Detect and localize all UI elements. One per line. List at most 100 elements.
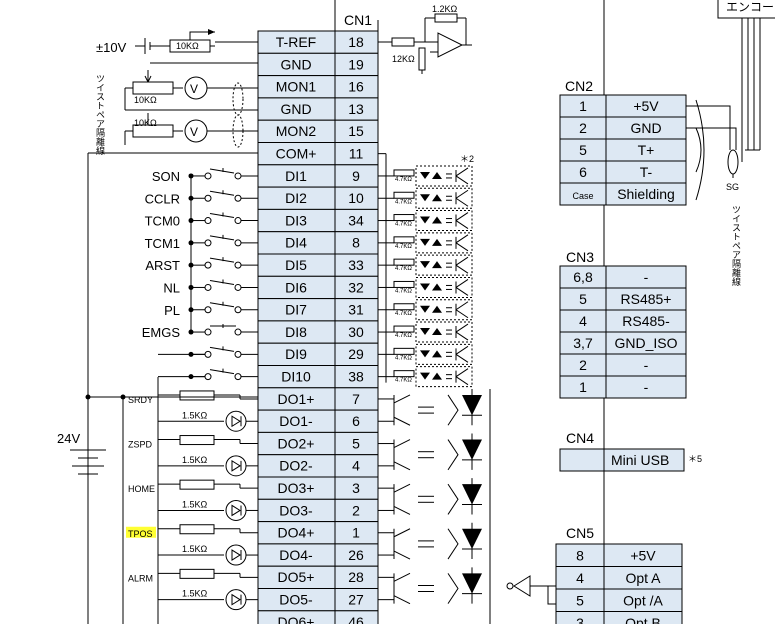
di-switch: TCM1: [145, 234, 258, 251]
pin-label: 4: [576, 570, 584, 586]
di-optocouplers: 4.7KΩ 4.7KΩ 4.7KΩ 4.7KΩ 4.7KΩ 4.7KΩ 4.7KΩ 4.7KΩ…: [378, 153, 473, 388]
opto-resistor-label: 4.7KΩ: [395, 222, 412, 228]
cn1-pin-label: 33: [348, 257, 364, 273]
cn1-signal-label: DI8: [285, 324, 307, 340]
pin-label: 5: [579, 142, 587, 158]
di-optocoupler: 4.7KΩ: [378, 299, 473, 321]
di-input-label: NL: [163, 280, 180, 295]
pot-label: 10KΩ: [176, 41, 199, 51]
pin-label: 5: [579, 291, 587, 307]
cn1-signal-label: DO6+: [278, 614, 315, 624]
cn1-pin-label: 32: [348, 279, 364, 295]
cn1-pin-label: 6: [352, 413, 360, 429]
opto-resistor-label: 4.7KΩ: [395, 355, 412, 361]
cn1-signal-label: DO2-: [279, 458, 313, 474]
cn1-signal-label: DO3-: [279, 502, 313, 518]
di-switch: TCM0: [145, 212, 258, 229]
do-output-label: HOME: [128, 484, 155, 494]
signal-label: T+: [638, 142, 655, 158]
signal-label: RS485-: [622, 313, 670, 329]
cn1-pin-label: 29: [348, 346, 364, 362]
cn1-pin-label: 9: [352, 168, 360, 184]
di-optocoupler: 4.7KΩ: [378, 187, 473, 209]
cn1-pin-label: 3: [352, 480, 360, 496]
signal-label: GND_ISO: [614, 335, 677, 351]
cn1-signal-label: DO1-: [279, 413, 313, 429]
signal-label: Opt A: [625, 570, 661, 586]
cn1-pin-label: 1: [352, 525, 360, 541]
cn1-pin-label: 28: [348, 569, 364, 585]
do-resistor-label: 1.5KΩ: [182, 410, 208, 420]
di-optocoupler: 4.7KΩ: [378, 210, 473, 232]
di-input-label: ARST: [145, 258, 180, 273]
pin-label: 3,7: [573, 335, 593, 351]
cn1-signal-label: DO5-: [279, 592, 313, 608]
di-optocoupler: 4.7KΩ: [378, 254, 473, 276]
cn1-pin-label: 18: [348, 34, 364, 50]
cn1-signal-label: DI1: [285, 168, 307, 184]
opto-resistor-label: 4.7KΩ: [395, 288, 412, 294]
di-switch: SON: [152, 167, 258, 184]
di-optocoupler: 4.7KΩ: [378, 321, 473, 343]
di-input-label: PL: [164, 303, 180, 318]
opto-resistor-label: 4.7KΩ: [395, 266, 412, 272]
pin-label: 5: [576, 592, 584, 608]
cn4-note: ＊5: [688, 454, 702, 464]
encoder-header: エンコー: [726, 0, 774, 14]
cn1-signal-label: DI2: [285, 190, 307, 206]
sg-note: ツイストペア隔離線: [731, 205, 741, 286]
cn5-title: CN5: [566, 525, 594, 541]
cn1-pin-label: 8: [352, 235, 360, 251]
twisted-pair-text: ツイストペア隔離線: [95, 74, 105, 155]
di-switch: EMGS: [142, 324, 258, 340]
cn1-signal-label: DI3: [285, 212, 307, 228]
signal-label: Opt B: [625, 615, 661, 624]
cn1-signal-label: GND: [280, 101, 311, 117]
di-switch: CCLR: [145, 190, 258, 206]
cn1-signal-label: DI10: [281, 369, 311, 385]
mon2-pot-label: 10KΩ: [134, 118, 157, 128]
di-optocoupler: 4.7KΩ: [378, 343, 473, 365]
do-output-label: ZSPD: [128, 440, 153, 450]
di-input-label: TCM1: [145, 236, 180, 251]
cn1-signal-label: DI5: [285, 257, 307, 273]
supply24-label: 24V: [57, 431, 80, 446]
di-input-label: SON: [152, 169, 180, 184]
opto-resistor-label: 4.7KΩ: [395, 177, 412, 183]
cn1-pin-label: 27: [348, 592, 364, 608]
cn1-pin-label: 16: [348, 79, 364, 95]
di-switch: PL: [164, 301, 258, 318]
di-switch: NL: [163, 279, 258, 295]
opamp-r1: 1.2KΩ: [432, 4, 458, 14]
opto-resistor-label: 4.7KΩ: [395, 333, 412, 339]
name-cell: [603, 611, 683, 624]
cn1-pin-label: 4: [352, 458, 360, 474]
di-input-label: TCM0: [145, 214, 180, 229]
cn1-pin-label: 34: [348, 212, 364, 228]
di-optocoupler: 4.7KΩ: [378, 366, 473, 388]
cn1-signal-label: DO1+: [278, 391, 315, 407]
name-cell: [605, 375, 687, 399]
cn1-pin-label: 31: [348, 302, 364, 318]
mon1-pot-label: 10KΩ: [134, 95, 157, 105]
cn1-signal-label: MON2: [276, 123, 317, 139]
cn1-signal-label: T-REF: [276, 34, 316, 50]
pin-label: Case: [572, 191, 593, 201]
meter-icon: V: [190, 82, 198, 96]
do-resistor-label: 1.5KΩ: [182, 499, 208, 509]
digital-outputs: SRDY1.5KΩZSPD1.5KΩHOME1.5KΩTPOS1.5KΩALRM…: [126, 388, 491, 624]
mon1-circuit: 10KΩ V: [124, 70, 258, 116]
signal-label: -: [644, 357, 649, 373]
cn2-title: CN2: [565, 78, 593, 94]
pin-label: 2: [579, 120, 587, 136]
do-resistor-label: 1.5KΩ: [182, 455, 208, 465]
cn1-pin-label: 5: [352, 435, 360, 451]
cn1-pin-label: 15: [348, 123, 364, 139]
do-output-label: ALRM: [128, 573, 153, 583]
di-switch: [158, 346, 258, 358]
